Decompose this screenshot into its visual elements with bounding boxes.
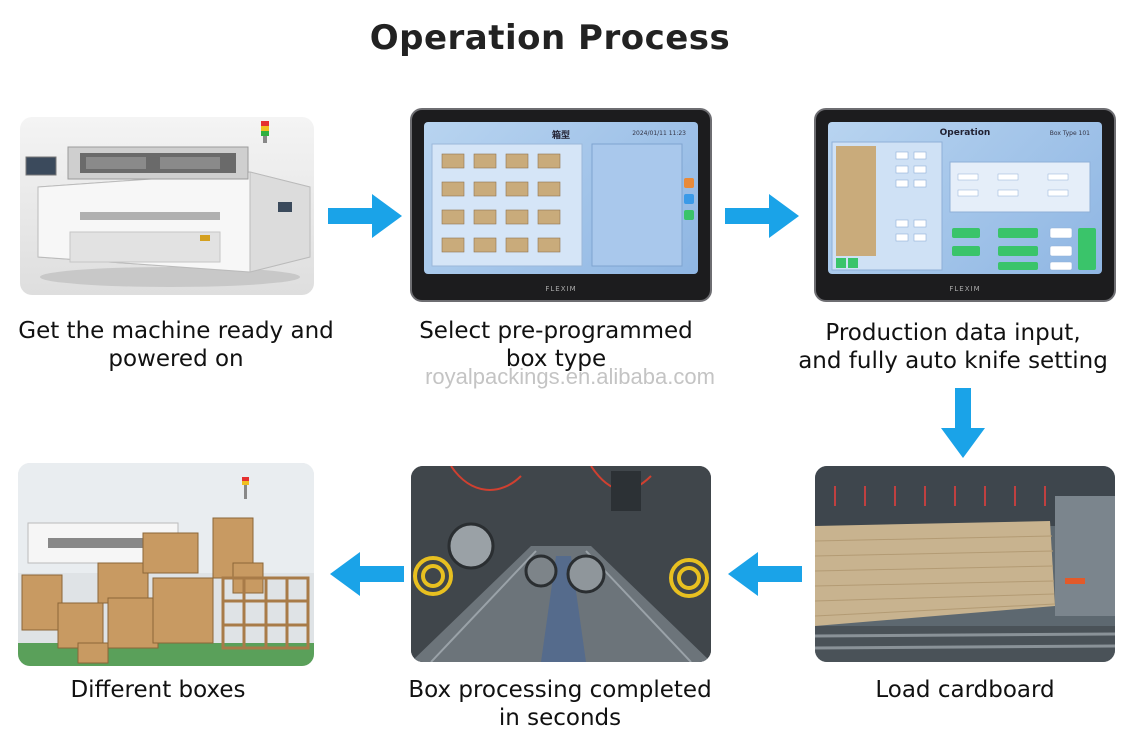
step-2-touchscreen-image: 箱型 2024/01/11 11:23 FLEXIM xyxy=(410,108,712,302)
step-5-processing-image xyxy=(411,466,711,662)
arrow-down-icon xyxy=(941,388,985,458)
arrow-left-icon xyxy=(330,552,404,596)
step-1-machine-image xyxy=(20,117,314,295)
step-6-caption: Different boxes xyxy=(70,677,246,703)
step-6-boxes-image xyxy=(18,463,314,666)
arrow-right-icon xyxy=(328,194,402,238)
page-title: Operation Process xyxy=(369,18,731,58)
arrow-right-icon xyxy=(725,194,799,238)
arrow-left-icon xyxy=(728,552,802,596)
step-4-caption: Load cardboard xyxy=(875,677,1055,703)
step-3-touchscreen-image: Operation Box Type 101 xyxy=(814,108,1116,302)
watermark: royalpackings.en.alibaba.com xyxy=(425,364,715,389)
step-3-caption: Production data input, and fully auto kn… xyxy=(798,320,1108,374)
step-1-caption: Get the machine ready and powered on xyxy=(18,318,334,372)
step-2-caption: Select pre-programmed box type xyxy=(419,318,693,372)
step-5-caption: Box processing completed in seconds xyxy=(408,677,712,731)
step-4-cardboard-image xyxy=(815,466,1115,662)
